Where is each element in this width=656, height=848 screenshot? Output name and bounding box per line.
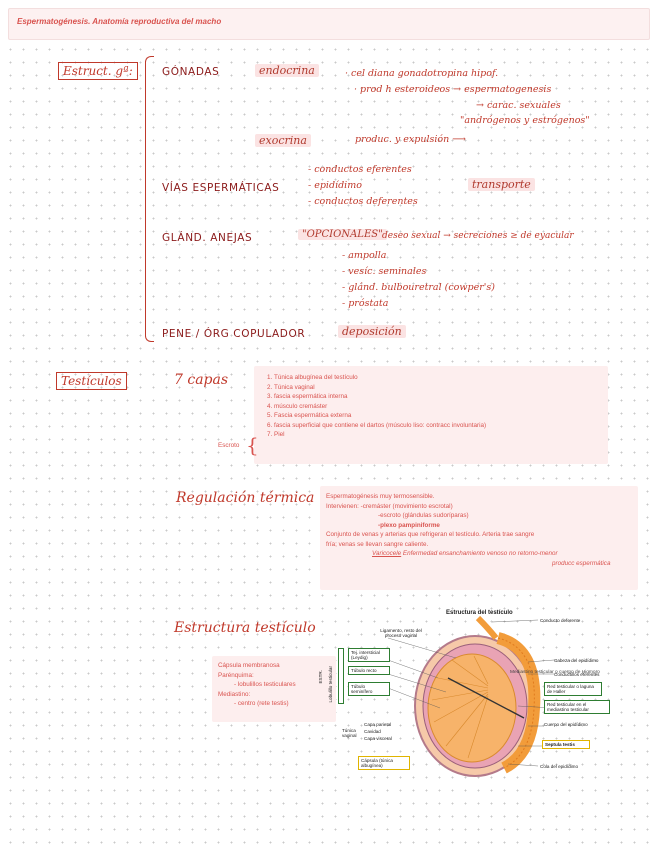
endo-line-1: · cel diana gonadotropina hipof. bbox=[345, 68, 499, 79]
diagram-label-conductillos: Conductillos eferentes bbox=[554, 672, 600, 677]
regulacion-line: Conjunto de venas y arterias que refrige… bbox=[326, 531, 535, 538]
diagram-label-lobulillo: Lobulillo testicular bbox=[328, 666, 333, 703]
deposicion-note: deposición bbox=[338, 325, 406, 338]
diagram-label-cuerpo-epididimo: Cuerpo del epidídimo bbox=[544, 722, 588, 727]
estructura-line: Cápsula membranosa bbox=[218, 662, 280, 669]
vias-item-2: - epidídimo bbox=[308, 180, 362, 191]
diagram-label-capsula: Cápsula (túnica albugínea) bbox=[358, 756, 410, 770]
testiculo-diagram: Estructura del testículo Ligamento, rest… bbox=[318, 608, 624, 780]
estructura-card: Cápsula membranosa Parénquima: - lobulil… bbox=[212, 656, 336, 722]
diagram-label-leydig: Tej. intersticial (Leydig) bbox=[348, 648, 390, 662]
diagram-label-red-testicular: Red testicular o laguna de Haller bbox=[544, 682, 602, 696]
mediastino-note: Mediastino testicular o cuerpo de Higmor… bbox=[510, 670, 600, 675]
diagram-label-capa-visceral: Capa visceral bbox=[364, 736, 392, 741]
endo-line-2: · prod h esteroideos → espermatogenesis bbox=[354, 84, 552, 95]
pene-heading: PENE / ÓRG COPULADOR bbox=[162, 328, 306, 340]
capas-list: Túnica albugínea del testículo Túnica va… bbox=[254, 373, 608, 440]
regulacion-line: -plexo pampiniforme bbox=[378, 521, 440, 529]
capa-item: Túnica vaginal bbox=[274, 383, 608, 393]
diagram-label-cola-epididimo: Cola del epidídimo bbox=[540, 764, 579, 769]
regulacion-card: Espermatogénesis muy termosensible. Inte… bbox=[320, 486, 638, 590]
escroto-brace: { bbox=[246, 433, 259, 457]
vias-heading: VÍAS ESPERMÁTICAS bbox=[162, 182, 280, 194]
title-banner: Espermatogénesis. Anatomía reproductiva … bbox=[8, 8, 650, 40]
capa-item: fascia superficial que contiene el darto… bbox=[274, 421, 608, 431]
capa-item: Piel bbox=[274, 430, 608, 440]
exocrina-text: produc. y expulsión ⟶ bbox=[355, 134, 466, 145]
opcionales-label: "OPCIONALES" bbox=[298, 229, 387, 240]
diagram-label-septula: Septula testis bbox=[542, 740, 590, 749]
glandula-item-4: - próstata bbox=[342, 298, 389, 309]
estructura-line: Parénquima: bbox=[218, 671, 254, 679]
vias-item-3: - conductos deferentes bbox=[308, 196, 418, 207]
capa-item: Fascia espermática externa bbox=[274, 411, 608, 421]
capa-item: músculo cremáster bbox=[274, 402, 608, 412]
diagram-label-cavidad: Cavidad bbox=[364, 729, 381, 734]
regulacion-line: fría; venas se llevan sangre caliente. bbox=[326, 540, 429, 548]
estructura-testiculo-title: Estructura testículo bbox=[174, 620, 316, 636]
estructura-line: - centro (rete testis) bbox=[234, 700, 289, 707]
glandulas-desc: deseo sexual → secreciones ≥ de eyacular bbox=[382, 231, 574, 241]
diagram-bracket-green bbox=[338, 648, 344, 704]
estructura-line: - lobulillos testiculares bbox=[234, 681, 296, 688]
exocrina-label: exocrina bbox=[255, 134, 311, 147]
glandulas-heading: GLÁND. ANEJAS bbox=[162, 232, 253, 244]
testiculos-box-label: Testículos bbox=[56, 372, 127, 390]
estructura-line: Mediastino: bbox=[218, 690, 251, 698]
endo-line-3: → carac. sexuales bbox=[476, 100, 561, 111]
diagram-label-capa-parietal: Capa parietal bbox=[364, 722, 392, 727]
capa-item: Túnica albugínea del testículo bbox=[274, 373, 608, 383]
diagram-label-tubulo-seminifero: Túbulo seminífero bbox=[348, 682, 390, 696]
capa-item: fascia espermática interna bbox=[274, 392, 608, 402]
capas-title: 7 capas bbox=[174, 372, 229, 388]
glandula-item-2: - vesíc. seminales bbox=[342, 266, 427, 277]
diagram-label-estr: ESTR. bbox=[318, 670, 323, 684]
diagram-label-tunica-vaginal: Túnica vaginal bbox=[342, 728, 357, 738]
regulacion-line: -escroto (glándulas sudoríparas) bbox=[378, 512, 469, 519]
varicocele-word: Varicocele bbox=[372, 550, 402, 557]
regulacion-title: Regulación térmica bbox=[176, 490, 315, 506]
endocrina-label: endocrina bbox=[255, 64, 319, 77]
diagram-label-deferente: Conducto deferente bbox=[540, 618, 581, 623]
capas-card: Túnica albugínea del testículo Túnica va… bbox=[254, 366, 608, 464]
bracket bbox=[145, 56, 154, 342]
diagram-title: Estructura del testículo bbox=[446, 610, 513, 616]
testiculo-diagram-graphic bbox=[387, 615, 555, 777]
regulacion-line: Intervienen: -cremáster (movimiento escr… bbox=[326, 502, 453, 510]
endo-line-4: "andrógenos y estrógenos" bbox=[460, 115, 590, 126]
glandula-item-3: - glánd. bulbouretral (cowper's) bbox=[342, 282, 495, 293]
transporte-note: transporte bbox=[468, 178, 535, 191]
diagram-label-cabeza-epididimo: Cabeza del epidídimo bbox=[554, 658, 599, 663]
escroto-label: Escroto bbox=[218, 442, 240, 449]
diagram-label-ligamento: Ligamento, resto del proceso vaginal bbox=[380, 628, 422, 638]
gonadas-heading: GÓNADAS bbox=[162, 66, 220, 78]
varicocele-text-2: producc espermática bbox=[552, 559, 611, 567]
diagram-label-tubulo-recto: Túbulo recto bbox=[348, 666, 390, 675]
page-title: Espermatogénesis. Anatomía reproductiva … bbox=[17, 17, 222, 26]
regulacion-line: Espermatogénesis muy termosensible. bbox=[326, 493, 435, 500]
estructura-box-label: Estruct. gª: bbox=[58, 62, 138, 80]
diagram-label-red-mediastino: Red testicular en el mediastino testicul… bbox=[544, 700, 610, 714]
vias-item-1: - conductos eferentes bbox=[308, 164, 412, 175]
varicocele-text: Enfermedad ensanchamiento venoso no reto… bbox=[402, 550, 558, 557]
glandula-item-1: - ampolla bbox=[342, 250, 387, 261]
